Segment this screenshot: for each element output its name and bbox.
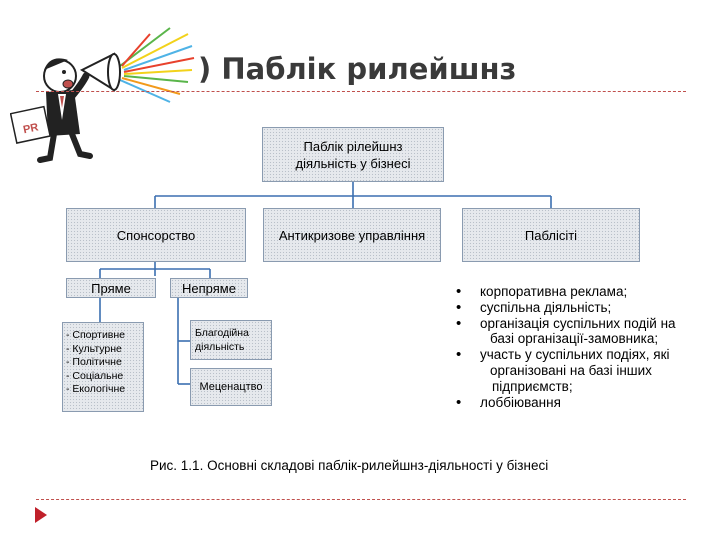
publicity-list: корпоративна реклама; суспільна діяльніс… xyxy=(458,284,708,410)
list-item: участь у суспільних подіях, якіорганізов… xyxy=(458,347,708,394)
publicity-box: Паблісіті xyxy=(462,208,640,262)
crisis-management-label: Антикризове управління xyxy=(278,227,426,243)
direct-sponsorship-list: - Спортивне - Культурне - Політичне - Со… xyxy=(66,329,125,397)
top-divider xyxy=(36,91,686,92)
list-item: корпоративна реклама; xyxy=(458,284,708,300)
root-line-2: діяльність у бізнесі xyxy=(295,155,411,171)
charity-box: Благодійна діяльність xyxy=(190,320,272,360)
list-item: - Політичне xyxy=(66,356,122,368)
publicity-item-continuation: організовані на базі інших підприємств; xyxy=(490,362,652,394)
figure-caption: Рис. 1.1. Основні складові паблік-рилейш… xyxy=(150,458,549,473)
list-item: суспільна діяльність; xyxy=(458,300,708,316)
root-line-1: Паблік рілейшнз xyxy=(303,138,403,154)
root-box: Паблік рілейшнз діяльність у бізнесі xyxy=(262,127,444,182)
list-item: - Культурне xyxy=(66,342,122,355)
charity-line-1: Благодійна xyxy=(195,327,249,339)
charity-line-2: діяльність xyxy=(195,341,245,353)
sponsorship-label: Спонсорство xyxy=(116,227,196,243)
pr-megaphone-man-icon: PR xyxy=(10,27,195,163)
bottom-divider xyxy=(36,499,686,500)
sponsorship-box: Спонсорство xyxy=(66,208,246,262)
publicity-item-continuation: базі організації-замовника; xyxy=(490,331,659,347)
list-item: лоббіювання xyxy=(458,395,708,411)
crisis-management-box: Антикризове управління xyxy=(263,208,441,262)
publicity-item-line: лоббіювання xyxy=(480,394,561,410)
publicity-item-line: участь у суспільних подіях, які xyxy=(480,347,670,363)
publicity-item-line: суспільна діяльність; xyxy=(480,299,612,315)
indirect-sponsorship-label: Непряме xyxy=(182,280,236,296)
publicity-item-line: корпоративна реклама; xyxy=(480,284,628,299)
indirect-sponsorship-box: Непряме xyxy=(170,278,248,298)
sound-rays xyxy=(119,27,195,103)
patronage-label: Меценацтво xyxy=(199,380,263,393)
list-item: - Соціальне xyxy=(66,369,124,382)
publicity-item-line: організація суспільних подій на xyxy=(480,315,676,331)
red-triangle-icon[interactable] xyxy=(34,506,48,524)
direct-sponsorship-box: Пряме xyxy=(66,278,156,298)
direct-sponsorship-label: Пряме xyxy=(91,280,131,296)
list-item: - Екологічне xyxy=(66,383,126,395)
patronage-box: Меценацтво xyxy=(190,368,272,406)
direct-sponsorship-list-box: - Спортивне - Культурне - Політичне - Со… xyxy=(62,322,144,412)
slide-title: ) Паблік рилейшнз xyxy=(198,52,517,86)
pr-sign-text: PR xyxy=(22,121,39,136)
publicity-label: Паблісіті xyxy=(524,227,578,243)
list-item: - Спортивне xyxy=(66,329,126,341)
